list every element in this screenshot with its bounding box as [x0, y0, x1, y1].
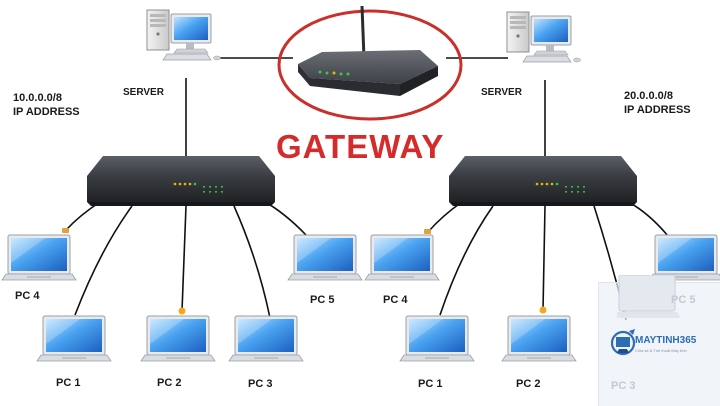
- right-pc1-laptop-icon: [399, 315, 475, 362]
- left-pc3-laptop-icon: [228, 315, 304, 362]
- right-switch-icon: [449, 156, 637, 206]
- watermark-overlay: PC 5 MAYTINH365 Chia sẻ & Thủ thuật Máy …: [598, 275, 720, 406]
- right-pc1-label: PC 1: [418, 378, 443, 390]
- left-network-address: 10.0.0.0/8: [13, 92, 62, 104]
- left-pc1-label: PC 1: [56, 377, 81, 389]
- left-pc4-label: PC 4: [15, 290, 40, 302]
- gateway-title: GATEWAY: [276, 128, 445, 165]
- right-pc4-label: PC 4: [383, 294, 408, 306]
- right-pc2-label: PC 2: [516, 378, 541, 390]
- cable-left-pc4: [65, 201, 101, 231]
- left-pc-cables: [65, 199, 307, 319]
- right-server-icon: [506, 11, 581, 63]
- left-switch-icon: [87, 156, 275, 206]
- left-pc5-laptop-icon: [287, 234, 363, 281]
- left-server-icon: [146, 9, 221, 61]
- cable-left-pc1: [74, 205, 133, 316]
- brand-name: MAYTINH365: [635, 335, 697, 346]
- cable-left-pc3: [233, 205, 271, 319]
- cable-right-pc4: [427, 201, 463, 233]
- cable-right-pc2: [542, 205, 546, 311]
- left-pc2-label: PC 2: [157, 377, 182, 389]
- brand-logo-icon: [611, 329, 636, 356]
- left-pc3-label: PC 3: [248, 378, 273, 390]
- right-pc2-laptop-icon: [501, 315, 577, 362]
- left-pc2-laptop-icon: [140, 315, 216, 362]
- right-pc3-label: PC 3: [611, 380, 636, 392]
- faded-laptop-icon: [617, 275, 681, 318]
- right-network-address: 20.0.0.0/8: [624, 90, 673, 102]
- cable-left-pc2: [181, 205, 187, 312]
- right-server-label: SERVER: [481, 87, 522, 98]
- left-server-label: SERVER: [123, 87, 164, 98]
- left-pc1-laptop-icon: [36, 315, 112, 362]
- right-pc4-laptop-icon: [364, 234, 440, 281]
- gateway-highlight-ellipse: [277, 9, 463, 121]
- left-pc5-label: PC 5: [310, 294, 335, 306]
- right-pc5-label: PC 5: [671, 294, 696, 306]
- right-pc5-laptop-icon: [648, 234, 720, 281]
- brand-tagline: Chia sẻ & Thủ thuật Máy tính: [635, 348, 687, 353]
- left-pc4-laptop-icon: [1, 234, 77, 281]
- cable-connectors: [62, 228, 547, 315]
- cable-right-pc1: [439, 205, 494, 316]
- right-network-address-label: IP ADDRESS: [624, 104, 691, 116]
- left-network-address-label: IP ADDRESS: [13, 106, 80, 118]
- router-icon: [298, 5, 438, 96]
